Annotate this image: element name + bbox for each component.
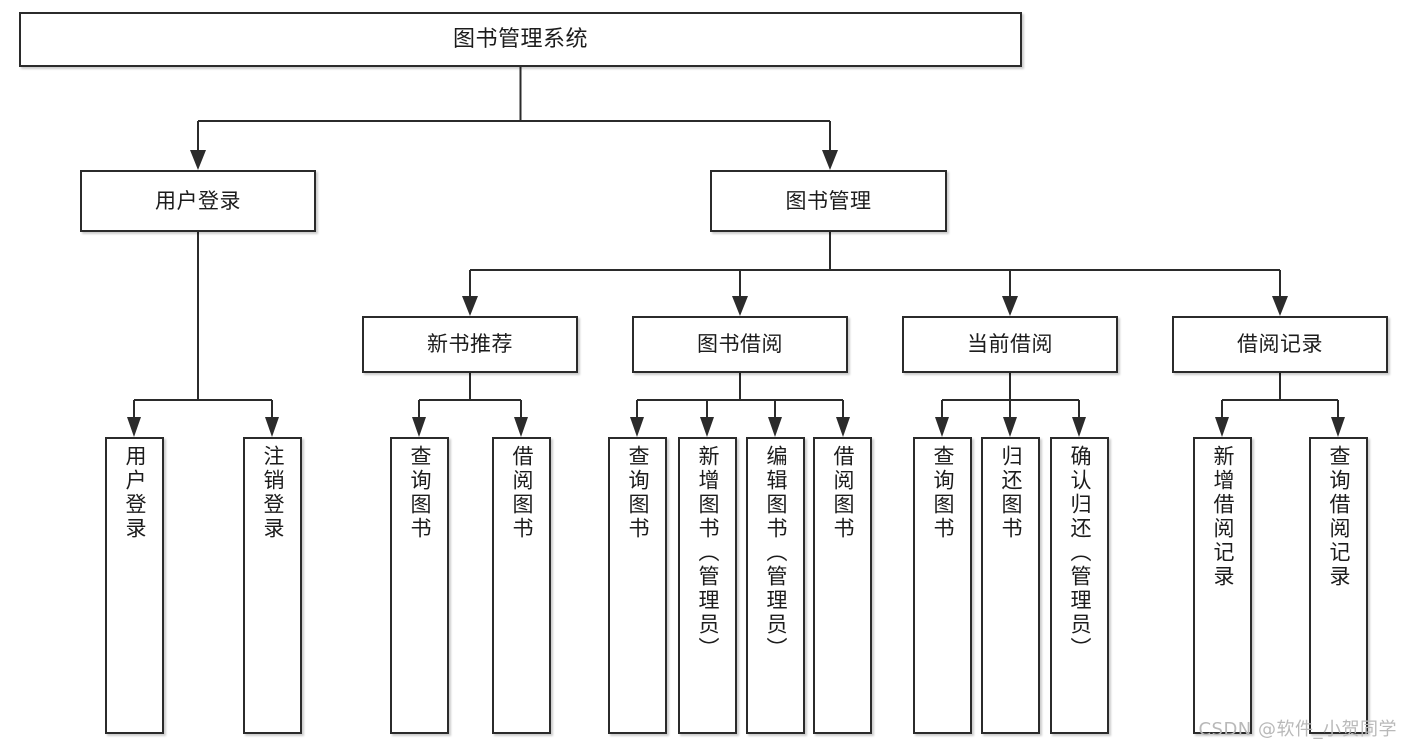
node-root[interactable]: 图书管理系统: [19, 12, 1022, 67]
node-leaf-edit-book-label: 编辑图书（管理员）: [763, 445, 788, 661]
node-leaf-return-book[interactable]: 归还图书: [981, 437, 1040, 734]
node-leaf-query-book-3[interactable]: 查询图书: [913, 437, 972, 734]
node-leaf-user-login[interactable]: 用户登录: [105, 437, 164, 734]
arrowhead-new-book-recommend: [462, 296, 478, 316]
node-leaf-add-book-label: 新增图书（管理员）: [695, 445, 720, 661]
arrowhead-leaf-user-logout: [265, 417, 279, 437]
node-current-borrow-label: 当前借阅: [967, 332, 1053, 357]
node-user-login-label: 用户登录: [155, 188, 241, 213]
node-leaf-query-record-label: 查询借阅记录: [1326, 445, 1351, 589]
node-book-borrow[interactable]: 图书借阅: [632, 316, 848, 373]
node-leaf-user-logout[interactable]: 注销登录: [243, 437, 302, 734]
arrowhead-leaf-edit-book: [768, 417, 782, 437]
node-new-book-recommend-label: 新书推荐: [427, 332, 513, 357]
arrowhead-leaf-confirm-return: [1072, 417, 1086, 437]
arrowhead-leaf-add-book: [700, 417, 714, 437]
node-borrow-record[interactable]: 借阅记录: [1172, 316, 1388, 373]
node-current-borrow[interactable]: 当前借阅: [902, 316, 1118, 373]
node-leaf-add-record[interactable]: 新增借阅记录: [1193, 437, 1252, 734]
node-leaf-query-record[interactable]: 查询借阅记录: [1309, 437, 1368, 734]
node-leaf-query-book-1[interactable]: 查询图书: [390, 437, 449, 734]
node-leaf-query-book-1-label: 查询图书: [407, 445, 432, 541]
arrowhead-book-borrow: [732, 296, 748, 316]
arrowhead-leaf-user-login: [127, 417, 141, 437]
node-leaf-add-book[interactable]: 新增图书（管理员）: [678, 437, 737, 734]
arrowhead-leaf-add-record: [1215, 417, 1229, 437]
node-leaf-borrow-book-1[interactable]: 借阅图书: [492, 437, 551, 734]
node-leaf-user-logout-label: 注销登录: [260, 445, 285, 541]
node-leaf-query-book-2[interactable]: 查询图书: [608, 437, 667, 734]
node-leaf-edit-book[interactable]: 编辑图书（管理员）: [746, 437, 805, 734]
node-leaf-borrow-book-2[interactable]: 借阅图书: [813, 437, 872, 734]
node-leaf-borrow-book-2-label: 借阅图书: [830, 445, 855, 541]
node-leaf-confirm-return-label: 确认归还（管理员）: [1067, 445, 1092, 661]
node-book-manage-label: 图书管理: [785, 188, 872, 213]
arrowhead-leaf-query-book-2: [630, 417, 644, 437]
arrowhead-leaf-borrow-book-2: [836, 417, 850, 437]
arrowhead-borrow-record: [1272, 296, 1288, 316]
node-leaf-return-book-label: 归还图书: [998, 445, 1023, 541]
arrowhead-user-login: [190, 150, 206, 170]
node-user-login[interactable]: 用户登录: [80, 170, 316, 232]
arrowhead-leaf-query-record: [1331, 417, 1345, 437]
node-root-label: 图书管理系统: [452, 26, 588, 52]
node-leaf-borrow-book-1-label: 借阅图书: [509, 445, 534, 541]
node-new-book-recommend[interactable]: 新书推荐: [362, 316, 578, 373]
node-borrow-record-label: 借阅记录: [1237, 332, 1323, 357]
node-leaf-query-book-3-label: 查询图书: [930, 445, 955, 541]
arrowhead-leaf-query-book-1: [412, 417, 426, 437]
node-leaf-add-record-label: 新增借阅记录: [1210, 445, 1235, 589]
arrowhead-leaf-return-book: [1003, 417, 1017, 437]
arrowhead-leaf-borrow-book-1: [514, 417, 528, 437]
node-leaf-query-book-2-label: 查询图书: [625, 445, 650, 541]
arrowhead-current-borrow: [1002, 296, 1018, 316]
node-book-borrow-label: 图书借阅: [697, 332, 783, 357]
node-leaf-confirm-return[interactable]: 确认归还（管理员）: [1050, 437, 1109, 734]
csdn-watermark: CSDN @软件_小贺同学: [1198, 719, 1397, 740]
arrowhead-book-manage: [822, 150, 838, 170]
arrowhead-leaf-query-book-3: [935, 417, 949, 437]
node-leaf-user-login-label: 用户登录: [122, 445, 147, 541]
node-book-manage[interactable]: 图书管理: [710, 170, 947, 232]
